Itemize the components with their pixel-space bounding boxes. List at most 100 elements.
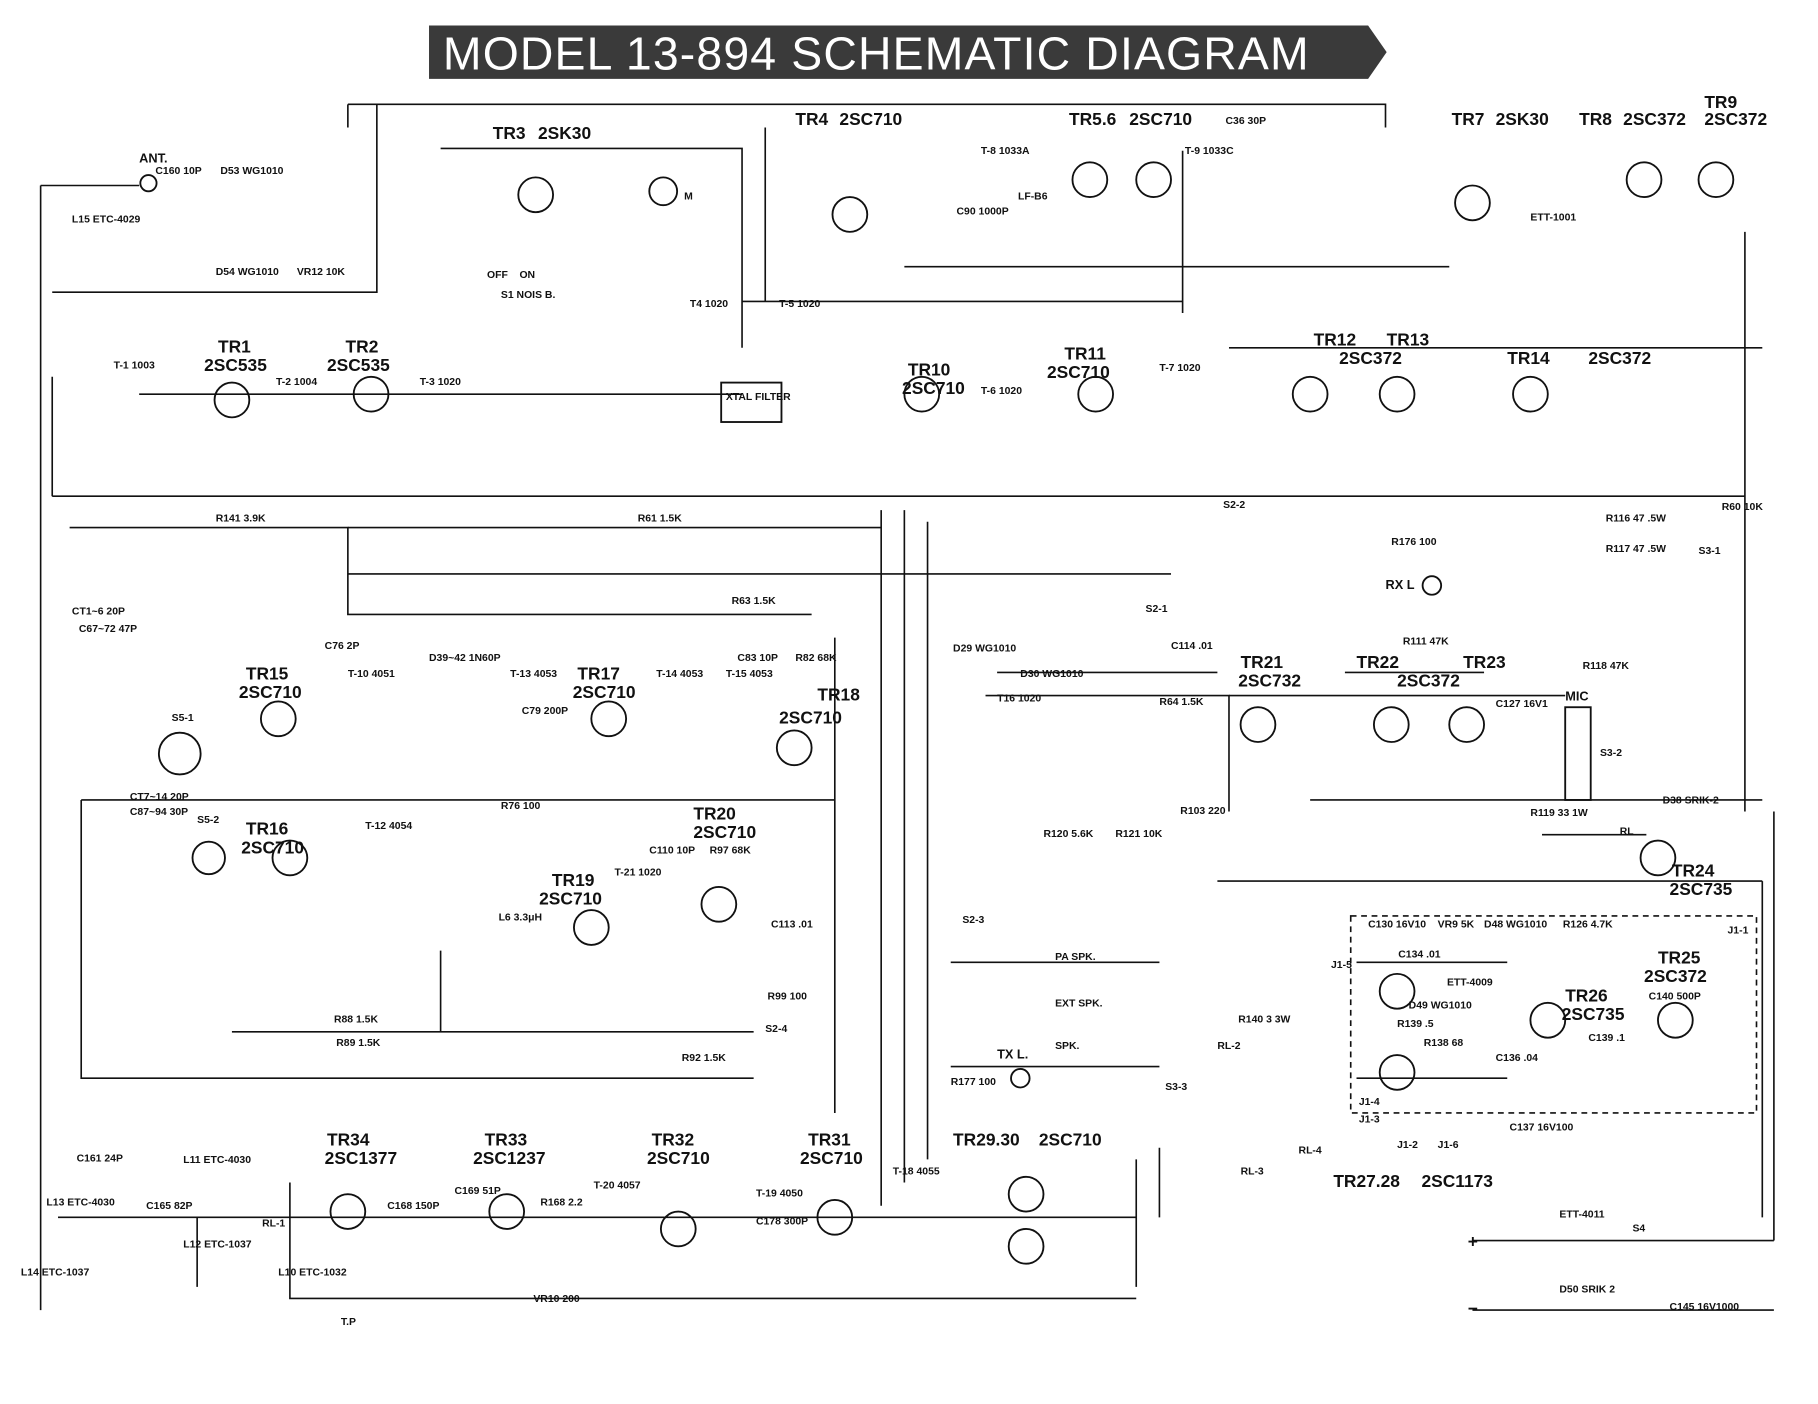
- transistor-symbols: [139, 161, 1735, 1265]
- r168-label: R168 2.2: [540, 1198, 583, 1209]
- r138-label: R138 68: [1424, 1038, 1464, 1049]
- vr12-label: VR12 10K: [297, 267, 346, 278]
- speaker-label: SPK.: [1055, 1041, 1079, 1052]
- t18-label: T-18 4055: [893, 1166, 940, 1177]
- ett-4011-label: ETT-4011: [1559, 1209, 1604, 1220]
- tr4-label: TR4: [795, 109, 828, 129]
- c161-label: C161 24P: [77, 1154, 123, 1165]
- tr26-label: TR26: [1565, 986, 1608, 1006]
- t21-label: T-21 1020: [615, 867, 662, 878]
- tr33-type: 2SC1237: [473, 1148, 545, 1168]
- tr19-label: TR19: [552, 870, 595, 890]
- c110-label: C110 10P: [649, 845, 695, 856]
- l14-label: L14 ETC-1037: [21, 1267, 90, 1278]
- c145-label: C145 16V1000: [1670, 1302, 1740, 1313]
- d48-label: D48 WG1010: [1484, 919, 1547, 930]
- ext-speaker-label: EXT SPK.: [1055, 998, 1103, 1009]
- c140-label: C140 500P: [1649, 991, 1701, 1002]
- c160-label: C160 10P: [155, 166, 201, 177]
- s5-2-label: S5-2: [197, 815, 219, 826]
- c83-label: C83 10P: [737, 653, 778, 664]
- tr31-type: 2SC710: [800, 1148, 863, 1168]
- r60-label: R60 10K: [1722, 502, 1764, 513]
- c127-label: C127 16V1: [1496, 699, 1548, 710]
- r119-label: R119 33 1W: [1530, 808, 1588, 819]
- l10-label: L10 ETC-1032: [278, 1267, 347, 1278]
- tr8-type: 2SC372: [1623, 109, 1686, 129]
- r88-label: R88 1.5K: [334, 1015, 379, 1026]
- t5-label: T-5 1020: [779, 299, 820, 310]
- t6-label: T-6 1020: [981, 386, 1022, 397]
- tr13-label: TR13: [1387, 329, 1430, 349]
- positive-terminal-label: +: [1468, 1231, 1478, 1251]
- vr9-label: VR9 5K: [1438, 919, 1475, 930]
- r141-label: R141 3.9K: [216, 514, 266, 525]
- c165-label: C165 82P: [146, 1201, 192, 1212]
- tr17-type: 2SC710: [573, 682, 636, 702]
- d29-label: D29 WG1010: [953, 644, 1016, 655]
- rx-lamp-icon: [1421, 575, 1443, 596]
- c79-label: C79 200P: [522, 706, 568, 717]
- meter-icon: [648, 176, 679, 207]
- r64-label: R64 1.5K: [1159, 697, 1204, 708]
- tr20-label: TR20: [693, 804, 736, 824]
- wiring: [39, 103, 1775, 1311]
- s2-4-label: S2-4: [765, 1024, 787, 1035]
- s5-1-label: S5-1: [172, 713, 194, 724]
- c136-label: C136 .04: [1496, 1053, 1539, 1064]
- s3-3-label: S3-3: [1165, 1082, 1187, 1093]
- tr3-label: TR3: [493, 123, 526, 143]
- c36-label: C36 30P: [1226, 116, 1267, 127]
- tr17-label: TR17: [577, 663, 620, 683]
- t2-label: T-2 1004: [276, 377, 317, 388]
- d49-label: D49 WG1010: [1409, 1001, 1472, 1012]
- mic-label: MIC: [1565, 688, 1588, 703]
- l13-label: L13 ETC-4030: [46, 1198, 115, 1209]
- rl-4-label: RL-4: [1299, 1146, 1322, 1157]
- tr27-28-type: 2SC1173: [1421, 1171, 1493, 1191]
- test-point-label: T.P: [341, 1317, 356, 1328]
- tr22-label: TR22: [1357, 652, 1400, 672]
- tr33-label: TR33: [485, 1129, 528, 1149]
- t16-label: T16 1020: [997, 693, 1041, 704]
- j1-4-label: J1-4: [1359, 1097, 1380, 1108]
- channel-switch-s5-2-icon: [191, 840, 226, 876]
- tr29-30-type: 2SC710: [1039, 1129, 1102, 1149]
- title-banner: MODEL 13-894 SCHEMATIC DIAGRAM: [429, 25, 1387, 80]
- r139-label: R139 .5: [1397, 1019, 1434, 1030]
- s2-1-label: S2-1: [1146, 604, 1168, 615]
- mic-jack-box: [1564, 706, 1592, 801]
- t7-label: T-7 1020: [1159, 363, 1200, 374]
- r92-label: R92 1.5K: [682, 1053, 727, 1064]
- tr14-type: 2SC372: [1588, 348, 1651, 368]
- tr10-label: TR10: [908, 360, 951, 380]
- tr2-label: TR2: [346, 336, 379, 356]
- s2-2-label: S2-2: [1223, 500, 1245, 511]
- tr32-label: TR32: [652, 1129, 695, 1149]
- l15-label: L15 ETC-4029: [72, 215, 141, 226]
- d53-label: D53 WG1010: [220, 166, 283, 177]
- l11-label: L11 ETC-4030: [183, 1155, 251, 1166]
- t14-label: T-14 4053: [656, 669, 703, 680]
- tr34-label: TR34: [327, 1129, 370, 1149]
- r126-label: R126 4.7K: [1563, 919, 1613, 930]
- j1-5-label: J1-5: [1331, 960, 1352, 971]
- tr18-type: 2SC710: [779, 707, 842, 727]
- t4-label: T4 1020: [690, 299, 728, 310]
- lf-b6-label: LF-B6: [1018, 191, 1048, 202]
- tr11-label: TR11: [1064, 343, 1106, 363]
- channel-switch-s5-1-icon: [157, 731, 202, 776]
- c130-label: C130 16V10: [1368, 919, 1426, 930]
- antenna-label: ANT.: [139, 150, 167, 165]
- j1-1-label: J1-1: [1728, 925, 1749, 936]
- r120-label: R120 5.6K: [1043, 829, 1093, 840]
- c139-label: C139 .1: [1588, 1033, 1625, 1044]
- c137-label: C137 16V100: [1510, 1122, 1574, 1133]
- c113-label: C113 .01: [771, 919, 813, 930]
- c67-72-label: C67~72 47P: [79, 624, 137, 635]
- tr5-6-type: 2SC710: [1129, 109, 1192, 129]
- rl-2-label: RL-2: [1217, 1041, 1240, 1052]
- d39-42-label: D39~42 1N60P: [429, 653, 501, 664]
- d30-label: D30 WG1010: [1020, 669, 1083, 680]
- tr10-type: 2SC710: [902, 378, 965, 398]
